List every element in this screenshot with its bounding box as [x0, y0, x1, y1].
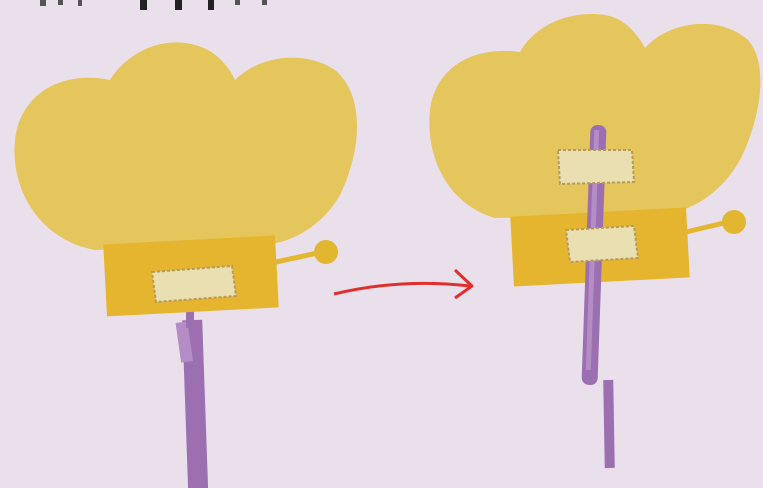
tape-icon: [556, 149, 636, 186]
crown-top-icon: [14, 42, 358, 250]
crown-craft-after: [429, 14, 761, 469]
tape-icon: [564, 224, 640, 264]
crown-top-icon: [429, 14, 761, 218]
side-handle-icon: [275, 240, 338, 265]
crown-craft-before: [14, 42, 358, 488]
cropped-text-strip: [40, 0, 267, 10]
side-handle-icon: [685, 210, 746, 235]
right-arrow-icon: [333, 268, 474, 300]
tape-icon: [150, 264, 238, 304]
